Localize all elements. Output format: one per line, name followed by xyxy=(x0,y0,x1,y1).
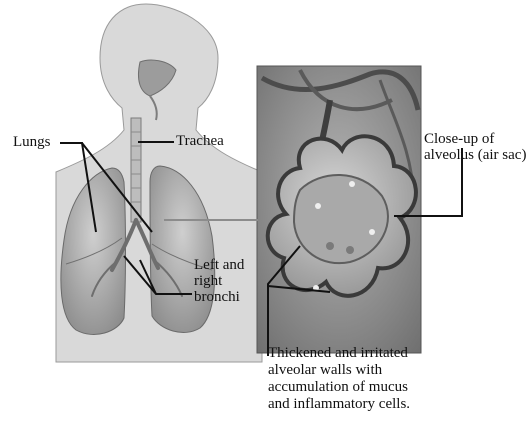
label-walls-line: accumulation of mucus xyxy=(268,379,410,396)
label-alveolus-line: Close-up of xyxy=(424,131,526,147)
label-walls-line: alveolar walls with xyxy=(268,362,410,379)
label-bronchi-line: right xyxy=(194,273,244,289)
label-walls-line: Thickened and irritated xyxy=(268,345,410,362)
label-bronchi-line: bronchi xyxy=(194,289,244,305)
label-bronchi: Left and right bronchi xyxy=(194,257,244,305)
label-alveolus-line: alveolus (air sac) xyxy=(424,147,526,163)
label-alveolus: Close-up of alveolus (air sac) xyxy=(424,131,526,163)
label-bronchi-line: Left and xyxy=(194,257,244,273)
alveolus-closeup xyxy=(257,66,421,353)
label-alveolar-walls: Thickened and irritated alveolar walls w… xyxy=(268,345,410,413)
label-trachea: Trachea xyxy=(176,133,224,149)
label-walls-line: and inflammatory cells. xyxy=(268,396,410,413)
label-lungs: Lungs xyxy=(13,134,51,150)
